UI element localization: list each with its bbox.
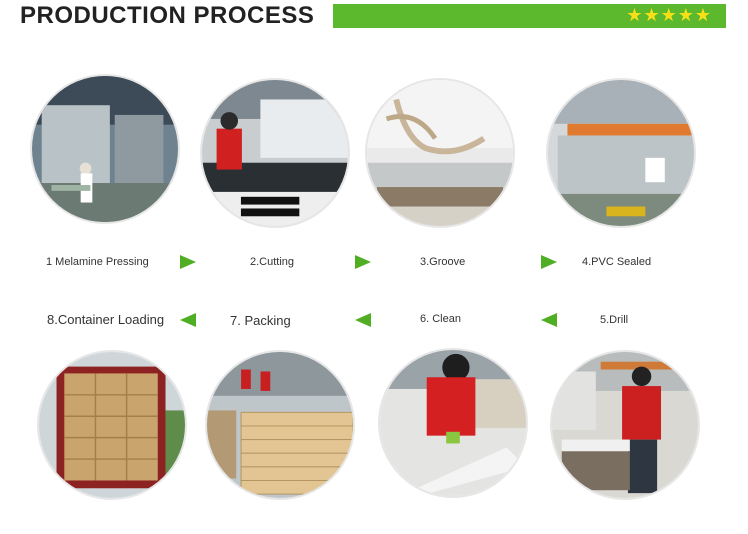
arrow-right-icon <box>180 255 196 269</box>
cutting-machine-photo <box>200 78 350 228</box>
container-loading-photo <box>37 350 187 500</box>
drilling-photo <box>550 350 700 500</box>
arrow-left-icon <box>541 313 557 327</box>
step-label-1: 1 Melamine Pressing <box>46 256 149 268</box>
arrow-right-icon <box>541 255 557 269</box>
step-label-6: 6. Clean <box>420 313 461 325</box>
arrow-right-icon <box>355 255 371 269</box>
page-title: PRODUCTION PROCESS <box>20 2 315 29</box>
arrow-left-icon <box>355 313 371 327</box>
step-label-8: 8.Container Loading <box>47 312 165 327</box>
packing-photo <box>205 350 355 500</box>
step-label-4: 4.PVC Sealed <box>582 256 652 268</box>
groove-machine-photo <box>365 78 515 228</box>
cleaning-photo <box>378 348 528 498</box>
step-label-5: 5.Drill <box>600 314 629 326</box>
step-label-3: 3.Groove <box>420 256 466 268</box>
edge-banding-photo <box>546 78 696 228</box>
step-label-7: 7. Packing <box>230 313 291 328</box>
step-label-2: 2.Cutting <box>250 256 295 268</box>
rating-stars-icon: ★★★★★ <box>626 5 712 26</box>
melamine-press-photo <box>30 74 180 224</box>
title-accent-bar: ★★★★★ <box>333 4 726 28</box>
arrow-left-icon <box>180 313 196 327</box>
